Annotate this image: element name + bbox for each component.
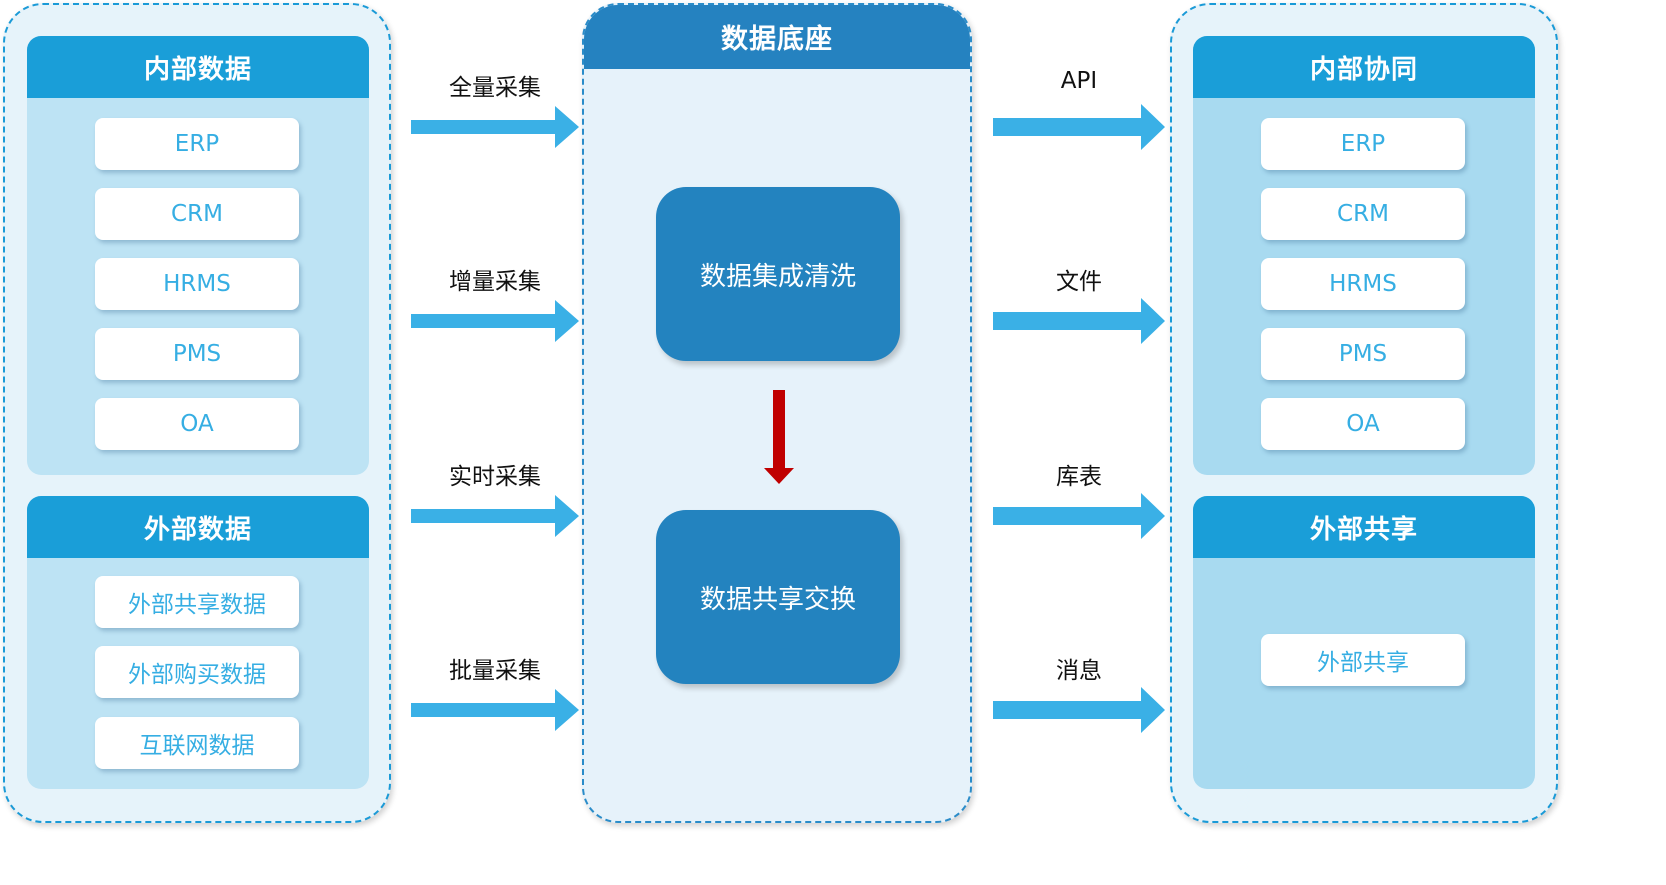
right-arrow-icon [993, 687, 1165, 733]
source-item-oa[interactable]: OA [95, 398, 299, 450]
flow-label: 库表 [1056, 464, 1102, 490]
data-sharing-exchange-node[interactable]: 数据共享交换 [656, 510, 900, 684]
outbound-flow-table: 库表 [993, 457, 1165, 539]
data-consumers-panel: 内部协同 ERP CRM HRMS PMS OA 外部共享 外部共享 [1170, 3, 1558, 823]
flow-label: 消息 [1056, 658, 1102, 684]
internal-collaboration-title: 内部协同 [1193, 36, 1535, 98]
internal-data-title: 内部数据 [27, 36, 369, 98]
right-arrow-icon [993, 298, 1165, 344]
right-arrow-icon [993, 104, 1165, 150]
data-sources-panel: 内部数据 ERP CRM HRMS PMS OA 外部数据 外部共享数据 外部购… [3, 3, 391, 823]
right-arrow-icon [411, 689, 579, 731]
consumer-item-external-sharing[interactable]: 外部共享 [1261, 634, 1465, 686]
down-arrow-icon [764, 390, 794, 484]
flow-label: 批量采集 [449, 658, 541, 684]
consumer-item-erp[interactable]: ERP [1261, 118, 1465, 170]
data-integration-cleansing-node[interactable]: 数据集成清洗 [656, 187, 900, 361]
external-data-group: 外部数据 外部共享数据 外部购买数据 互联网数据 [27, 496, 369, 789]
source-item-erp[interactable]: ERP [95, 118, 299, 170]
right-arrow-icon [411, 300, 579, 342]
right-arrow-icon [411, 106, 579, 148]
consumer-item-oa[interactable]: OA [1261, 398, 1465, 450]
outbound-flow-file: 文件 [993, 262, 1165, 344]
flow-label: 全量采集 [449, 75, 541, 101]
data-foundation-title: 数据底座 [584, 5, 970, 69]
source-item-internet[interactable]: 互联网数据 [95, 717, 299, 769]
right-arrow-icon [993, 493, 1165, 539]
flow-label: 实时采集 [449, 464, 541, 490]
external-data-title: 外部数据 [27, 496, 369, 558]
source-item-crm[interactable]: CRM [95, 188, 299, 240]
flow-label: 文件 [1056, 269, 1102, 295]
inbound-flow-realtime: 实时采集 [409, 457, 581, 537]
source-item-hrms[interactable]: HRMS [95, 258, 299, 310]
consumer-item-pms[interactable]: PMS [1261, 328, 1465, 380]
inbound-flow-full: 全量采集 [409, 68, 581, 148]
source-item-pms[interactable]: PMS [95, 328, 299, 380]
external-sharing-group: 外部共享 外部共享 [1193, 496, 1535, 789]
flow-label: API [1060, 68, 1098, 94]
right-arrow-icon [411, 495, 579, 537]
inbound-flow-incremental: 增量采集 [409, 262, 581, 342]
source-item-external-shared[interactable]: 外部共享数据 [95, 576, 299, 628]
source-item-external-purchased[interactable]: 外部购买数据 [95, 646, 299, 698]
internal-collaboration-group: 内部协同 ERP CRM HRMS PMS OA [1193, 36, 1535, 475]
internal-data-group: 内部数据 ERP CRM HRMS PMS OA [27, 36, 369, 475]
outbound-flow-api: API [993, 68, 1165, 150]
outbound-flow-message: 消息 [993, 651, 1165, 733]
consumer-item-crm[interactable]: CRM [1261, 188, 1465, 240]
consumer-item-hrms[interactable]: HRMS [1261, 258, 1465, 310]
flow-label: 增量采集 [449, 269, 541, 295]
inbound-flow-batch: 批量采集 [409, 651, 581, 731]
external-sharing-title: 外部共享 [1193, 496, 1535, 558]
data-foundation-panel: 数据底座 数据集成清洗 数据共享交换 [582, 3, 972, 823]
